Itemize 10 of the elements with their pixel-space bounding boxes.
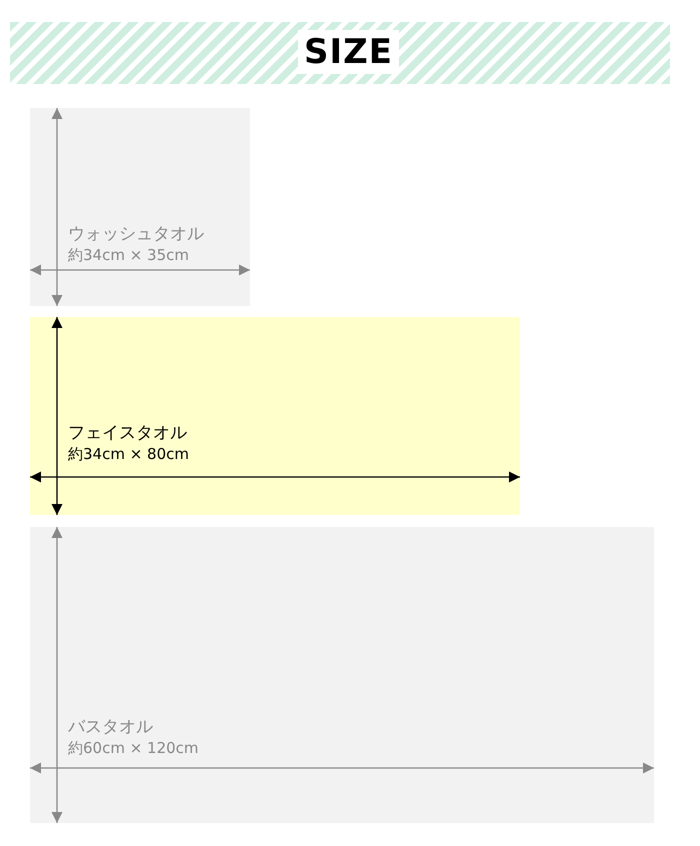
size-text: 約34cm × 80cm	[68, 445, 189, 464]
title: SIZE	[298, 30, 400, 74]
size-panel	[30, 108, 250, 306]
size-panel	[30, 317, 520, 515]
size-panel	[30, 527, 654, 823]
towel-name: フェイスタオル	[68, 422, 187, 444]
towel-name: ウォッシュタオル	[68, 223, 204, 245]
towel-name: バスタオル	[68, 716, 153, 738]
size-text: 約34cm × 35cm	[68, 246, 189, 265]
size-text: 約60cm × 120cm	[68, 739, 199, 758]
